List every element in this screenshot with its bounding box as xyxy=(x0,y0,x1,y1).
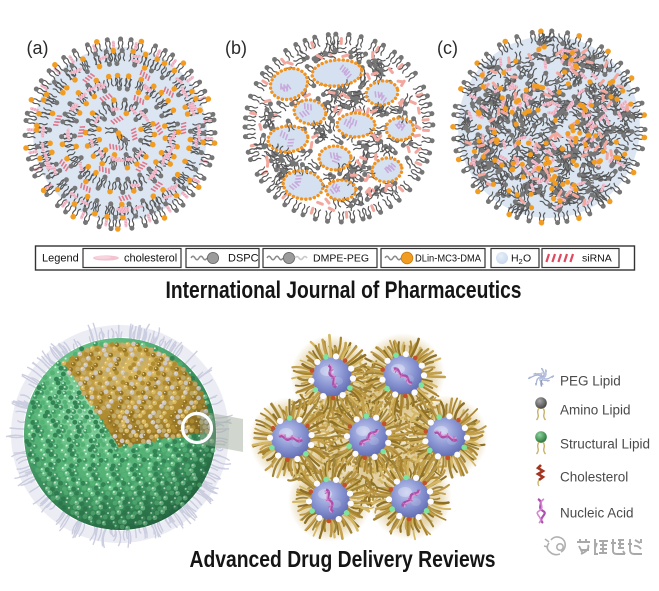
svg-text:(b): (b) xyxy=(225,38,247,58)
svg-text:cholesterol: cholesterol xyxy=(124,253,177,265)
svg-text:International Journal of Pharm: International Journal of Pharmaceutics xyxy=(166,277,522,304)
svg-text:PEG Lipid: PEG Lipid xyxy=(560,374,621,389)
svg-text:Advanced Drug Delivery Reviews: Advanced Drug Delivery Reviews xyxy=(190,546,496,572)
svg-text:Structural Lipid: Structural Lipid xyxy=(560,437,650,452)
svg-text:Cholesterol: Cholesterol xyxy=(560,470,628,485)
svg-text:DMPE-PEG: DMPE-PEG xyxy=(313,253,369,265)
svg-text:O: O xyxy=(523,253,531,265)
svg-text:2: 2 xyxy=(519,257,523,266)
svg-text:(c): (c) xyxy=(437,38,458,58)
svg-text:H: H xyxy=(511,253,519,265)
svg-text:Legend: Legend xyxy=(42,253,79,265)
svg-text:DSPC: DSPC xyxy=(228,253,259,265)
svg-text:DLin-MC3-DMA: DLin-MC3-DMA xyxy=(415,253,481,265)
svg-text:Amino Lipid: Amino Lipid xyxy=(560,403,631,418)
svg-text:(a): (a) xyxy=(27,38,49,58)
svg-text:siRNA: siRNA xyxy=(582,253,612,265)
svg-text:Nucleic Acid: Nucleic Acid xyxy=(560,506,634,521)
